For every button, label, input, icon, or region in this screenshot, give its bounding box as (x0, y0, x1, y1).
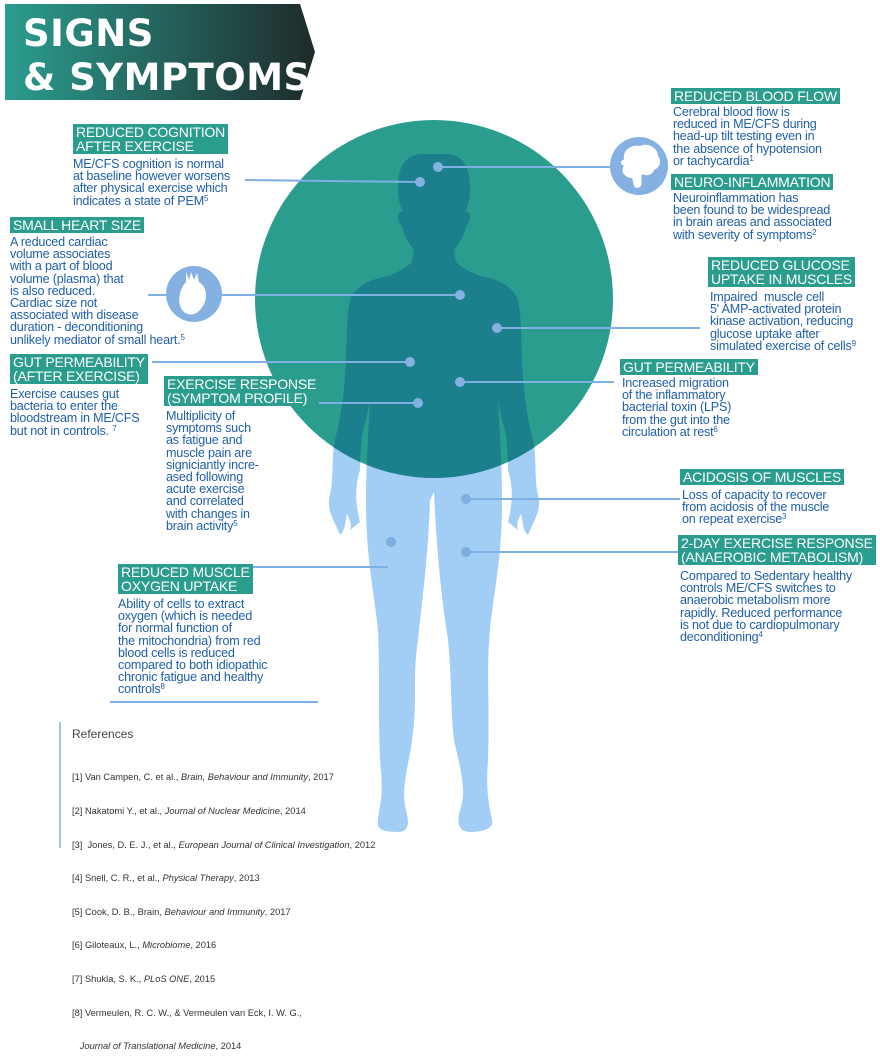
desc-text: Neuroinflammation has been found to be w… (673, 191, 832, 242)
banner-shape (5, 4, 315, 100)
marker-dot-gut-exercise (405, 357, 415, 367)
citation-ref: 5 (204, 193, 209, 203)
reference-item: [4] Snell, C. R., et al., Physical Thera… (72, 873, 260, 884)
desc-glucose-uptake: Impaired muscle cell 5' AMP-activated pr… (710, 291, 856, 352)
citation-ref: 9 (851, 338, 856, 348)
citation-ref: 7 (112, 423, 117, 433)
citation-ref: 4 (758, 630, 763, 640)
desc-text: Ability of cells to extract oxygen (whic… (118, 597, 268, 697)
desc-text: Impaired muscle cell 5' AMP-activated pr… (710, 290, 854, 353)
marker-dot-muscle-oxygen (386, 537, 396, 547)
title-line-2: & SYMPTOMS (23, 56, 311, 99)
marker-dot-anaerobic (461, 547, 471, 557)
reference-item: [3] Jones, D. E. J., et al., European Jo… (72, 839, 376, 850)
desc-text: Cerebral blood flow is reduced in ME/CFS… (673, 105, 822, 168)
marker-dot-glucose (492, 323, 502, 333)
desc-exercise-response: Multiplicity of symptoms such as fatigue… (166, 410, 259, 532)
tag-anaerobic: 2-DAY EXERCISE RESPONSE (ANAEROBIC METAB… (678, 535, 876, 565)
desc-text: Compared to Sedentary healthy controls M… (680, 569, 853, 645)
marker-dot-cognition (415, 177, 425, 187)
reference-item-continued: Journal of Translational Medicine, 2014 (79, 1041, 242, 1052)
tag-neuro-inflammation: NEURO-INFLAMMATION (671, 174, 834, 190)
desc-text: A reduced cardiac volume associates with… (10, 235, 181, 347)
desc-muscle-oxygen: Ability of cells to extract oxygen (whic… (118, 597, 268, 697)
marker-dot-brain (433, 162, 443, 172)
desc-gut-permeability-exercise: Exercise causes gut bacteria to enter th… (10, 387, 140, 438)
reference-item: [6] Giloteaux, L., Microbiome, 2016 (72, 940, 217, 951)
tag-small-heart-size: SMALL HEART SIZE (10, 217, 145, 233)
tag-exercise-response: EXERCISE RESPONSE (SYMPTOM PROFILE) (164, 376, 320, 406)
page-title: SIGNS & SYMPTOMS (23, 12, 311, 100)
marker-dot-gut-rest (455, 377, 465, 387)
reference-item: [1] Van Campen, C. et al., Brain, Behavi… (72, 772, 334, 783)
reference-item: [7] Shukla, S. K., PLoS ONE, 2015 (72, 974, 216, 985)
references-title: References (72, 727, 134, 741)
tag-gut-permeability-exercise: GUT PERMEABILITY (AFTER EXERCISE) (10, 354, 148, 384)
desc-small-heart-size: A reduced cardiac volume associates with… (10, 236, 185, 346)
title-banner: SIGNS & SYMPTOMS (5, 4, 315, 100)
desc-text: Loss of capacity to recover from acidosi… (682, 488, 830, 527)
marker-dot-heart (455, 290, 465, 300)
desc-anaerobic: Compared to Sedentary healthy controls M… (680, 569, 853, 645)
tag-glucose-uptake: REDUCED GLUCOSE UPTAKE IN MUSCLES (708, 257, 856, 287)
heart-icon (166, 266, 222, 322)
tag-acidosis: ACIDOSIS OF MUSCLES (680, 469, 845, 485)
reference-item: [2] Nakatomi Y., et al., Journal of Nucl… (72, 806, 306, 817)
tag-muscle-oxygen: REDUCED MUSCLE OXYGEN UPTAKE (118, 564, 253, 594)
desc-acidosis: Loss of capacity to recover from acidosi… (682, 489, 829, 526)
desc-text: Exercise causes gut bacteria to enter th… (10, 387, 140, 438)
desc-neuro-inflammation: Neuroinflammation has been found to be w… (673, 192, 832, 241)
marker-dot-exercise-response (413, 398, 423, 408)
citation-ref: 5 (180, 332, 185, 342)
connector-cognition (244, 179, 421, 183)
desc-gut-permeability-rest: Increased migration of the inflammatory … (622, 377, 731, 438)
citation-ref: 8 (160, 682, 165, 692)
desc-text: Increased migration of the inflammatory … (622, 376, 732, 439)
marker-dot-acidosis (461, 494, 471, 504)
reference-item: [8] Vermeulen, R. C. W., & Vermeulen van… (72, 1007, 302, 1018)
desc-text: ME/CFS cognition is normal at baseline h… (73, 157, 231, 208)
references-list: [1] Van Campen, C. et al., Brain, Behavi… (72, 750, 375, 1064)
citation-ref: 2 (812, 227, 817, 237)
desc-reduced-cognition: ME/CFS cognition is normal at baseline h… (73, 158, 230, 207)
brain-icon (610, 137, 668, 195)
tag-reduced-blood-flow: REDUCED BLOOD FLOW (671, 88, 840, 104)
desc-reduced-blood-flow: Cerebral blood flow is reduced in ME/CFS… (673, 106, 822, 167)
tag-gut-permeability-rest: GUT PERMEABILITY (620, 359, 758, 375)
tag-reduced-cognition: REDUCED COGNITION AFTER EXERCISE (73, 124, 229, 154)
desc-text: Multiplicity of symptoms such as fatigue… (166, 409, 259, 533)
title-line-1: SIGNS (23, 12, 154, 55)
reference-item: [5] Cook, D. B., Brain, Behaviour and Im… (72, 906, 291, 917)
citation-ref: 1 (749, 153, 754, 163)
citation-ref: 5 (233, 518, 238, 528)
body-diagram (59, 120, 700, 848)
citation-ref: 6 (713, 424, 718, 434)
citation-ref: 3 (782, 512, 787, 522)
